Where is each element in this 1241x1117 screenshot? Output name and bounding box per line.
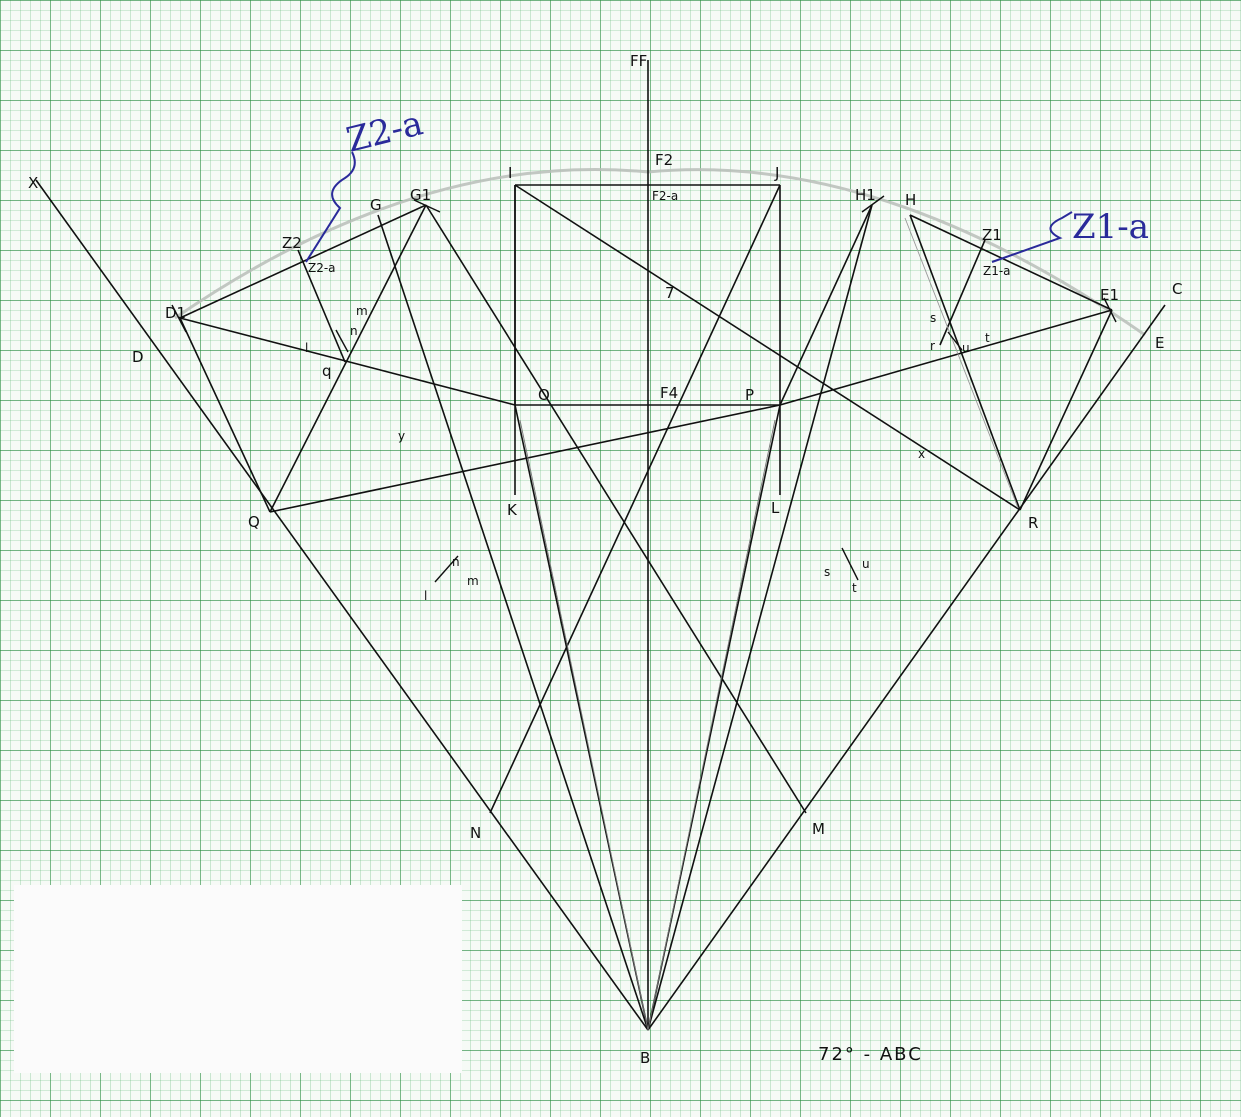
tick-left-mid [434, 555, 459, 583]
label-Z2-a-small: Z2-a [308, 261, 336, 275]
label-q: q [322, 362, 332, 380]
mark-u-lower: u [862, 557, 870, 571]
label-F2: F2 [655, 151, 673, 169]
label-7: 7 [665, 284, 675, 302]
label-B: B [640, 1049, 650, 1067]
construction-marks: y x l m n l n m s t u r s u t [305, 304, 990, 603]
tick-right-mid [841, 547, 859, 581]
line-G-B [377, 214, 649, 1031]
line-H-R [909, 214, 1021, 511]
thin-line-P-B [647, 419, 776, 1031]
blank-region [14, 885, 462, 1073]
mark-n-upper: n [350, 324, 358, 338]
tick-G1 [413, 199, 441, 213]
mark-m-lower: m [467, 574, 479, 588]
line-Z2-q [297, 249, 346, 363]
label-H1: H1 [855, 186, 876, 204]
label-N: N [470, 824, 481, 842]
mark-l-upper: l [305, 341, 308, 355]
caption-72-abc: 72° - ABC [818, 1044, 923, 1065]
line-P-E1 [779, 309, 1113, 406]
mark-x: x [918, 447, 925, 461]
mark-n-lower: n [452, 555, 460, 569]
mark-y: y [398, 429, 405, 443]
mark-t-lower: t [852, 581, 857, 595]
thin-lines [519, 217, 1019, 1031]
mark-t-upper: t [985, 331, 990, 345]
tick-left-top [335, 329, 349, 353]
line-J-N [489, 184, 781, 814]
line-Q-P [269, 404, 781, 513]
label-G1: G1 [410, 186, 431, 204]
annotation-z1-a: Z1-a [1072, 207, 1149, 247]
label-O: O [538, 386, 550, 404]
label-FF: FF [630, 52, 647, 70]
line-G1-Q [269, 204, 427, 513]
line-H1-P [779, 204, 873, 406]
label-P: P [745, 386, 754, 404]
label-R: R [1028, 514, 1038, 532]
label-M: M [812, 820, 825, 838]
tick-D1 [171, 304, 187, 333]
tick-H1 [861, 195, 885, 213]
line-I-R [514, 184, 1021, 511]
mark-m-upper: m [356, 304, 368, 318]
line-D1-O [179, 317, 516, 406]
z1a-leader [991, 211, 1073, 263]
label-E: E [1155, 334, 1164, 352]
tick-right-top [947, 331, 963, 351]
arc-tick-marks [171, 195, 1117, 583]
line-H1-B [647, 204, 873, 1031]
label-E1: E1 [1100, 286, 1119, 304]
line-B-E [647, 304, 1166, 1031]
label-G: G [370, 196, 382, 214]
mark-u-upper: u [962, 341, 970, 355]
label-K: K [507, 501, 518, 519]
label-L: L [771, 499, 780, 517]
label-F4: F4 [660, 384, 678, 402]
point-labels: X FF F2 F2-a I J G G1 H1 H Z1 Z2 Z1-a Z2… [28, 52, 1182, 1067]
label-J: J [774, 164, 779, 182]
label-D: D [132, 348, 144, 366]
construction-lines [35, 60, 1166, 1031]
label-Z2: Z2 [282, 234, 302, 252]
label-H: H [905, 191, 916, 209]
mark-r-upper: r [930, 339, 935, 353]
mark-s-lower: s [824, 565, 830, 579]
thin-line-O-B [519, 419, 649, 1031]
label-Q: Q [248, 513, 260, 531]
line-G1-M [425, 204, 807, 814]
mark-s-upper: s [930, 311, 936, 325]
label-Z1: Z1 [982, 226, 1002, 244]
label-D1: D1 [165, 304, 186, 322]
label-I: I [508, 164, 512, 182]
label-C: C [1172, 280, 1182, 298]
mark-l-lower: l [424, 589, 427, 603]
line-H-E1 [909, 214, 1113, 311]
label-X: X [28, 174, 38, 192]
line-E1-R [1019, 309, 1113, 511]
thin-line-H-R [904, 217, 1019, 509]
z2a-leader [305, 151, 356, 263]
line-D1-Q [179, 317, 271, 513]
line-B-X [35, 179, 649, 1031]
label-F2-a: F2-a [652, 189, 678, 203]
label-Z1-a-small: Z1-a [983, 264, 1011, 278]
tick-E1 [1103, 297, 1117, 323]
